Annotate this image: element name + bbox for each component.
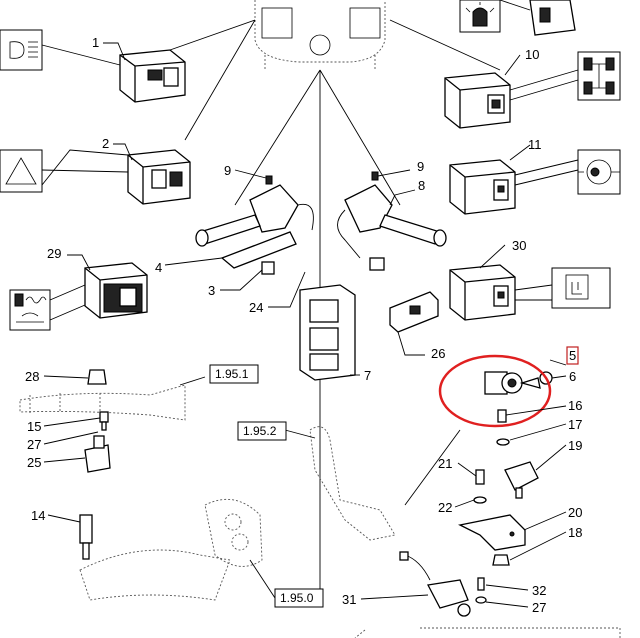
callout-5-box	[566, 346, 579, 365]
headlight-symbol-box	[0, 29, 43, 71]
bolt-part-21	[475, 469, 485, 485]
callout-31: 31	[342, 592, 356, 607]
callout-15: 15	[27, 419, 41, 434]
reference-label: 1.95.1	[215, 367, 249, 381]
panel-part-7	[299, 284, 356, 381]
callout-27-left: 27	[27, 437, 41, 452]
rocker-switch-1	[119, 49, 186, 103]
reference-1-95-1: 1.95.1	[209, 364, 259, 384]
left-stalk-switch	[195, 175, 314, 275]
callout-2: 2	[102, 136, 109, 151]
callout-26: 26	[431, 346, 445, 361]
rocker-switch-11	[449, 159, 516, 215]
callout-32: 32	[532, 583, 546, 598]
hazard-symbol-box	[0, 149, 43, 193]
callout-22: 22	[438, 500, 452, 515]
washer-part-17	[496, 438, 510, 446]
plate-part-20	[458, 514, 526, 551]
rocker-switch-29	[84, 262, 148, 319]
callout-1: 1	[92, 35, 99, 50]
nut-part-28	[87, 369, 107, 385]
frame-outline-bottom	[354, 627, 621, 638]
callout-30: 30	[512, 238, 526, 253]
ignition-switch	[484, 371, 553, 395]
rocker-switch-top-right	[529, 0, 576, 36]
callout-29: 29	[47, 246, 61, 261]
leader-lines	[41, 0, 579, 608]
callout-7: 7	[364, 368, 371, 383]
right-stalk-switch	[337, 171, 447, 271]
callout-labels: 1 2 9 4 3 24 29 9 8 7 26 10 11 30 5 6 16…	[25, 35, 582, 615]
callout-28: 28	[25, 369, 39, 384]
reference-label: 1.95.0	[280, 591, 314, 605]
sensor-part-31	[399, 551, 471, 617]
bolt-part-15	[99, 411, 109, 431]
callout-10: 10	[525, 47, 539, 62]
beacon-symbol-box	[459, 0, 501, 33]
callout-8: 8	[418, 178, 425, 193]
callout-20: 20	[568, 505, 582, 520]
washer-part-22	[473, 496, 487, 504]
seat-switch-symbol-box	[551, 267, 611, 309]
callout-24: 24	[249, 300, 263, 315]
callout-17: 17	[568, 417, 582, 432]
callout-18: 18	[568, 525, 582, 540]
cold-start-symbol-box	[9, 289, 51, 331]
callout-16: 16	[568, 398, 582, 413]
callout-27-right: 27	[532, 600, 546, 615]
differential-lock-symbol-box	[577, 149, 621, 195]
pedal-assembly	[309, 426, 396, 541]
sensor-part-25	[84, 435, 111, 473]
callout-3: 3	[208, 283, 215, 298]
nut-part-18	[492, 554, 510, 566]
bolt-part-32	[475, 577, 487, 604]
highlight-circle	[438, 354, 552, 428]
bracket-part-26	[389, 291, 439, 333]
switch-part-19	[504, 461, 539, 499]
callout-9-right: 9	[417, 159, 424, 174]
callout-19: 19	[568, 438, 582, 453]
rocker-switch-30	[449, 264, 516, 321]
callout-21: 21	[438, 456, 452, 471]
rocker-switch-2	[127, 149, 191, 205]
four-wheel-drive-symbol-box	[577, 51, 621, 101]
callout-6: 6	[569, 369, 576, 384]
bolt-part-16	[497, 409, 507, 423]
callout-25: 25	[27, 455, 41, 470]
sensor-part-14	[79, 514, 93, 560]
callout-14: 14	[31, 508, 45, 523]
callout-5: 5	[569, 348, 576, 363]
reference-1-95-0: 1.95.0	[274, 588, 324, 608]
reference-label: 1.95.2	[243, 424, 277, 438]
callout-9: 9	[224, 163, 231, 178]
pipe-assembly-top	[19, 384, 186, 421]
pipe-assembly-bottom	[79, 498, 263, 601]
reference-1-95-2: 1.95.2	[237, 421, 287, 441]
callout-11: 11	[528, 137, 542, 152]
rocker-switch-10	[444, 72, 511, 129]
callout-4: 4	[155, 260, 162, 275]
